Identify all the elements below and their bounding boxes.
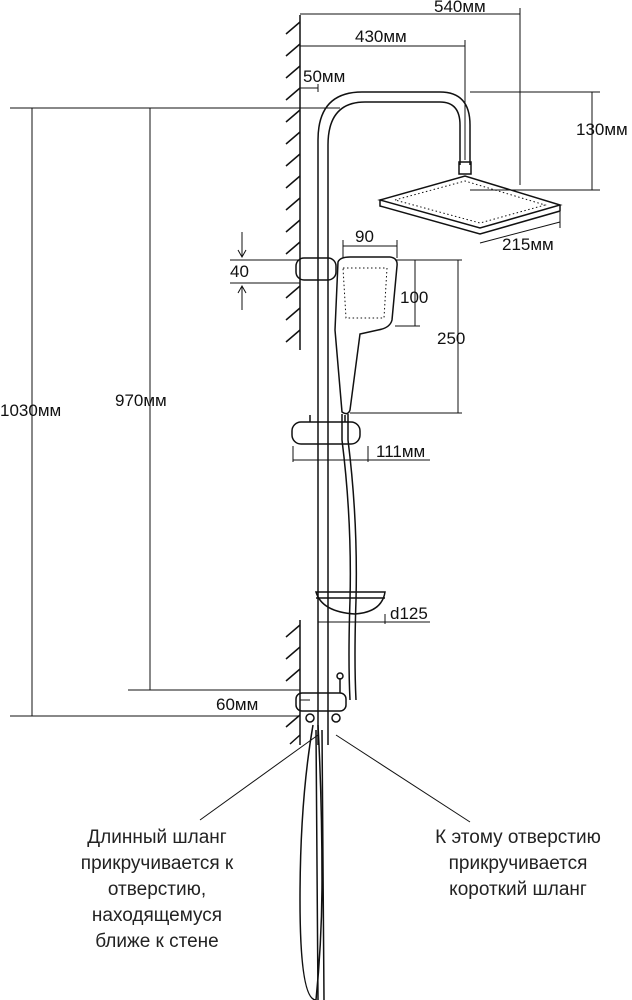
caption-line: находящемуся xyxy=(91,905,223,926)
dim-50: 50мм xyxy=(303,67,345,86)
dim-430: 430мм xyxy=(355,27,407,46)
caption-line: прикручивается xyxy=(448,853,588,874)
shower-bar xyxy=(317,91,472,745)
caption-line: Длинный шланг xyxy=(87,827,227,848)
wall-upper xyxy=(285,15,301,350)
dim-215: 215мм xyxy=(502,235,554,254)
dimension-lines xyxy=(10,8,600,823)
holder-top xyxy=(295,257,337,281)
slider-holder xyxy=(291,415,361,445)
dim-90: 90 xyxy=(355,227,374,246)
rain-shower-head xyxy=(377,175,563,235)
dim-60: 60мм xyxy=(216,695,258,714)
dim-540: 540мм xyxy=(434,0,486,16)
caption-short-hose: К этому отверстию прикручивается коротки… xyxy=(408,825,628,903)
dim-d125: d125 xyxy=(390,604,428,623)
dim-40: 40 xyxy=(230,262,249,281)
dim-111: 111мм xyxy=(376,442,425,461)
dim-970: 970мм xyxy=(115,391,167,410)
mixer xyxy=(295,672,347,723)
dim-1030: 1030мм xyxy=(0,401,61,420)
caption-line: отверстию, xyxy=(107,879,207,900)
caption-line: К этому отверстию xyxy=(435,827,601,848)
dim-100: 100 xyxy=(400,288,428,307)
dim-130: 130мм xyxy=(576,120,628,139)
hand-shower xyxy=(334,256,398,415)
caption-line: ближе к стене xyxy=(95,931,219,952)
caption-line: короткий шланг xyxy=(449,879,587,900)
caption-line: прикручивается к xyxy=(80,853,234,874)
dim-250: 250 xyxy=(437,329,465,348)
wall-lower xyxy=(285,620,301,745)
caption-long-hose: Длинный шланг прикручивается к отверстию… xyxy=(62,825,252,955)
